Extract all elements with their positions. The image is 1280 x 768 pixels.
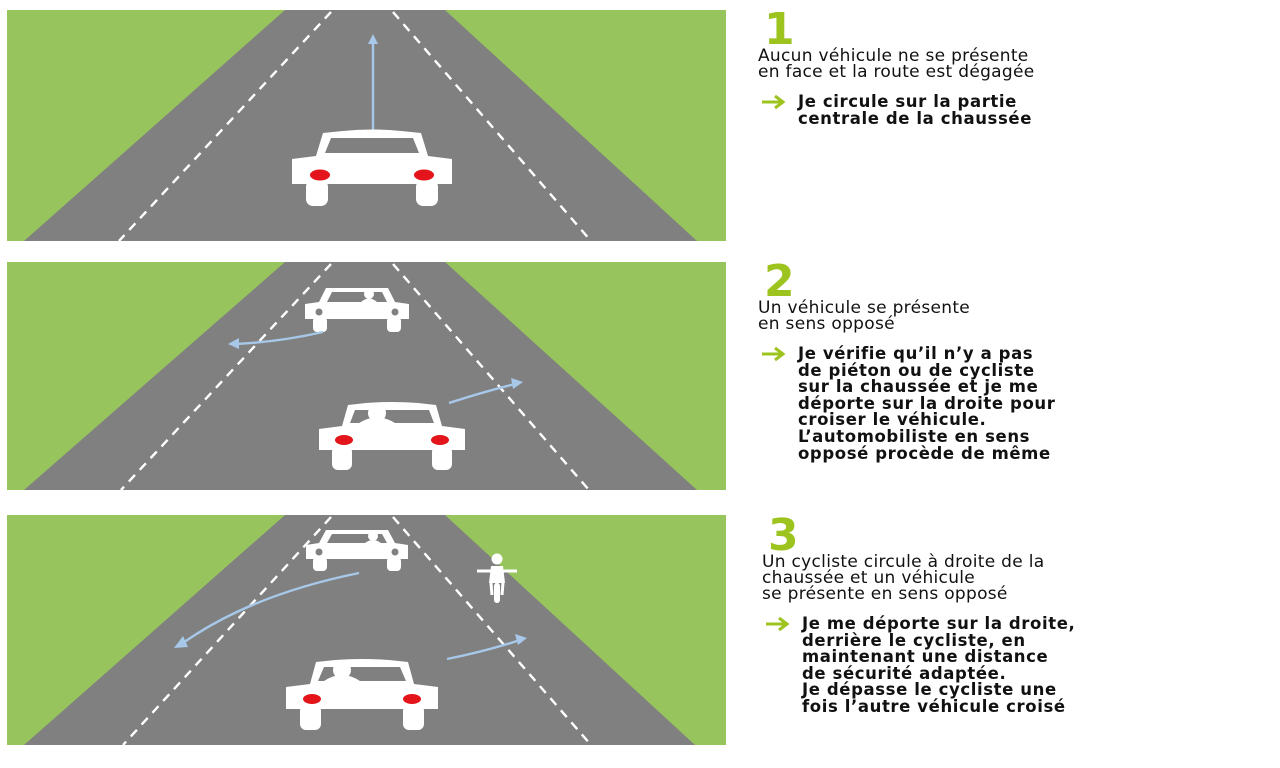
road bbox=[24, 515, 695, 745]
oncoming-trajectory-arrowhead bbox=[174, 636, 188, 648]
own-trajectory-arrow bbox=[446, 638, 521, 661]
lane-divider-left bbox=[120, 263, 332, 490]
own-trajectory-arrowhead bbox=[515, 634, 527, 645]
car-rear-view-icon bbox=[319, 402, 465, 470]
oncoming-trajectory-arrow bbox=[234, 330, 324, 346]
lane-divider-right bbox=[392, 11, 592, 241]
action-line: fois l’autre véhicule croisé bbox=[802, 696, 1066, 716]
step-number: 2 bbox=[764, 256, 795, 307]
step-description: Aucun véhicule ne se présente en face et… bbox=[758, 46, 1258, 82]
oncoming-trajectory-arrowhead bbox=[228, 338, 239, 349]
step-number: 3 bbox=[768, 510, 799, 561]
description-line: se présente en sens opposé bbox=[762, 584, 1008, 604]
step-1-panel: 1 Aucun véhicule ne se présente en face … bbox=[758, 4, 1258, 128]
car-rear-view-icon bbox=[286, 659, 438, 730]
description-line: Un véhicule se présente bbox=[758, 298, 971, 318]
action-line: Je circule sur la partie bbox=[798, 92, 1017, 111]
cyclist-icon bbox=[477, 553, 517, 603]
scene-2-illustration bbox=[7, 262, 726, 490]
green-arrow-right-icon bbox=[766, 616, 790, 632]
action-line: Je vérifie qu’il n’y a pas bbox=[798, 344, 1034, 363]
own-trajectory-arrow bbox=[448, 382, 516, 405]
description-line: Aucun véhicule ne se présente bbox=[758, 46, 1029, 66]
description-line: en face et la route est dégagée bbox=[758, 62, 1035, 82]
road bbox=[24, 262, 697, 490]
action-line: de piéton ou de cycliste bbox=[798, 360, 1035, 380]
lane-divider-right bbox=[392, 263, 590, 490]
action-line: Je me déporte sur la droite, bbox=[802, 614, 1076, 633]
car-front-view-icon bbox=[306, 530, 408, 571]
action-line: Je dépasse le cycliste une bbox=[802, 680, 1057, 700]
car-front-view-icon bbox=[305, 288, 409, 332]
action-line: de sécurité adaptée. bbox=[802, 663, 1007, 683]
lane-divider-left bbox=[122, 516, 332, 745]
description-line: en sens opposé bbox=[758, 314, 895, 334]
action-line: opposé procède de même bbox=[798, 443, 1051, 463]
action-line: sur la chaussée et je me bbox=[798, 377, 1039, 397]
description-line: Un cycliste circule à droite de la bbox=[762, 552, 1045, 572]
step-3-panel: 3 Un cycliste circule à droite de la cha… bbox=[762, 510, 1262, 716]
car-rear-view-icon bbox=[292, 129, 452, 206]
action-line: déporte sur la droite pour bbox=[798, 393, 1056, 413]
action-line: croiser le véhicule. bbox=[798, 410, 987, 430]
oncoming-trajectory-arrow bbox=[182, 571, 360, 644]
action-line: centrale de la chaussée bbox=[798, 108, 1032, 128]
action-line: L’automobiliste en sens bbox=[798, 426, 1031, 446]
step-action: Je circule sur la partie centrale de la … bbox=[758, 92, 1258, 128]
scene-3-illustration bbox=[7, 515, 726, 745]
step-2-panel: 2 Un véhicule se présente en sens opposé… bbox=[758, 256, 1258, 463]
lane-divider-right bbox=[392, 516, 592, 745]
green-arrow-right-icon bbox=[762, 346, 786, 362]
own-trajectory-arrowhead bbox=[511, 378, 523, 389]
step-description: Un cycliste circule à droite de la chaus… bbox=[762, 552, 1262, 604]
lane-divider-left bbox=[118, 11, 332, 241]
step-description: Un véhicule se présente en sens opposé bbox=[758, 298, 1258, 334]
trajectory-arrowhead bbox=[368, 34, 378, 44]
step-action: Je vérifie qu’il n’y a pas de piéton ou … bbox=[758, 344, 1258, 463]
action-line: derrière le cycliste, en bbox=[802, 630, 1026, 650]
scene-1-illustration bbox=[7, 10, 726, 241]
description-line: chaussée et un véhicule bbox=[762, 568, 976, 588]
step-number: 1 bbox=[764, 4, 795, 55]
road bbox=[24, 10, 697, 241]
step-action: Je me déporte sur la droite, derrière le… bbox=[762, 614, 1262, 716]
action-line: maintenant une distance bbox=[802, 647, 1049, 667]
green-arrow-right-icon bbox=[762, 94, 786, 110]
